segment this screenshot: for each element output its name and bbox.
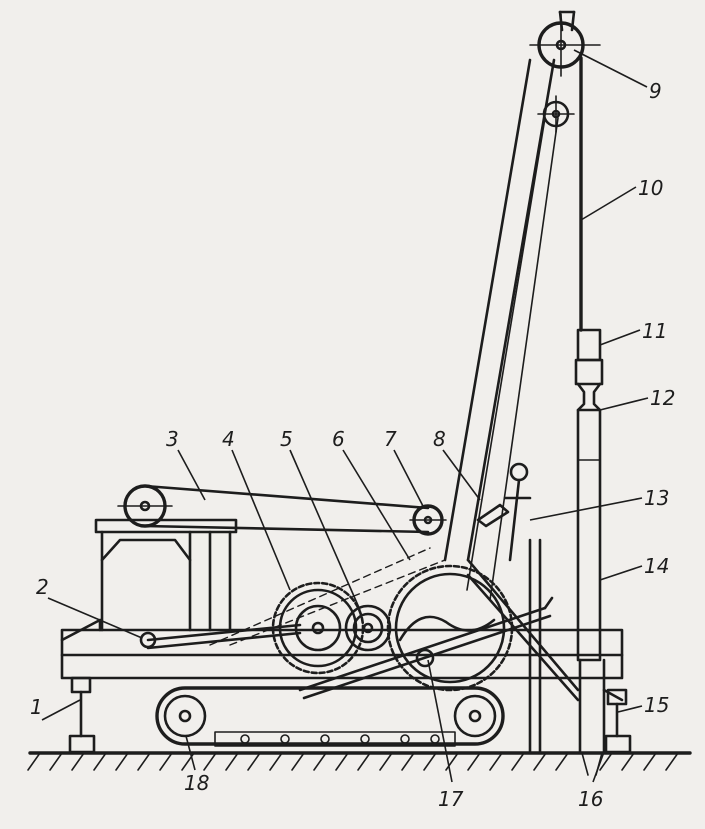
ground: [27, 751, 692, 771]
mid-sheave: [537, 95, 575, 133]
label-6: 6: [332, 427, 345, 451]
linkage: [139, 547, 554, 700]
label-9: 9: [649, 79, 662, 103]
leader-lines: [41, 49, 649, 783]
ground-hatching: [27, 752, 679, 771]
outrigger-left: [68, 676, 96, 754]
label-8: 8: [433, 427, 446, 451]
machine-frame: [60, 518, 624, 755]
label-4: 4: [222, 427, 235, 451]
label-2: 2: [36, 575, 49, 599]
outrigger-right: [604, 688, 632, 754]
brake-lever: [476, 462, 532, 562]
label-16: 16: [578, 787, 603, 811]
crawler-track: [155, 686, 505, 747]
label-1: 1: [30, 695, 43, 719]
top-sheave: [529, 13, 601, 77]
label-3: 3: [166, 427, 179, 451]
label-14: 14: [644, 554, 669, 578]
label-7: 7: [384, 427, 397, 451]
hammer: [574, 328, 604, 662]
label-18: 18: [184, 771, 209, 795]
label-11: 11: [642, 319, 667, 343]
mast: [443, 10, 583, 601]
label-15: 15: [644, 693, 669, 717]
upper-drive: [117, 484, 447, 536]
label-10: 10: [638, 176, 663, 200]
label-12: 12: [650, 386, 675, 410]
part-labels: 1 2 3 4 5 6 7 8 9 10 11 12 13 14 15 16 1…: [30, 79, 675, 811]
label-13: 13: [644, 486, 669, 510]
label-5: 5: [280, 427, 293, 451]
label-17: 17: [438, 787, 464, 811]
